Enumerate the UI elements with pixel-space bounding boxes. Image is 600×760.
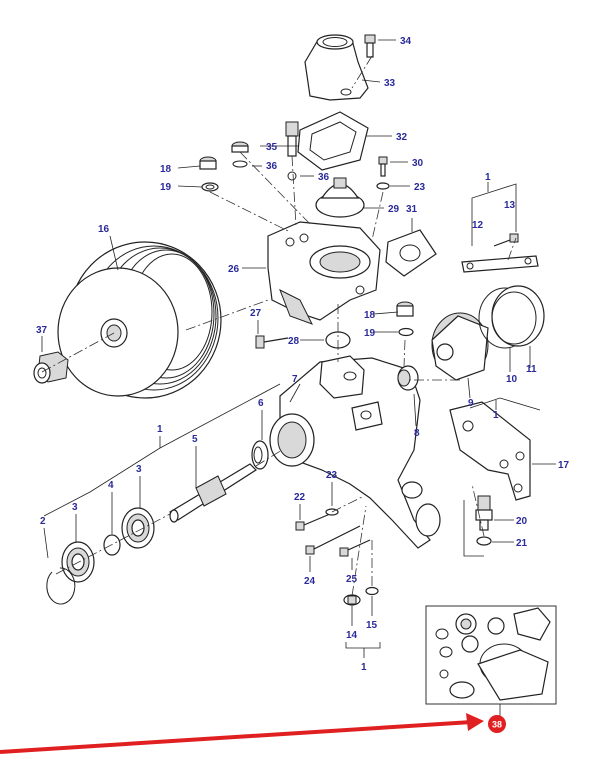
part-bolt-25 [339,539,371,557]
callout-29: 29 [388,204,400,215]
part-pump-body-7 [269,355,441,549]
part-plug-36 [231,141,249,168]
callout-31: 31 [406,204,418,215]
callout-7: 7 [292,374,298,385]
part-nut-37 [33,351,69,384]
callout-33: 33 [384,78,396,89]
part-thermostat-housing [304,34,369,101]
repair-kit-panel [425,605,557,718]
part-impeller-9 [431,312,489,381]
callout-4: 4 [108,480,114,491]
callout-3: 3 [136,464,142,475]
callout-25: 25 [346,574,358,585]
part-strap-12 [461,255,539,273]
part-gasket-31 [385,229,437,277]
callout-1: 1 [485,172,491,183]
part-washer-21 [476,536,492,546]
callout-32: 32 [396,132,408,143]
part-temperature-sensor [285,121,299,181]
part-bearing-3-inner [121,507,155,549]
callout-23: 23 [326,470,338,481]
callout-36: 36 [266,161,278,172]
callout-1: 1 [361,662,367,673]
part-ring-4 [103,534,121,556]
callout-30: 30 [412,158,424,169]
part-bolt-13 [493,233,519,247]
callout-24: 24 [304,576,316,587]
callout-26: 26 [228,264,240,275]
callout-12: 12 [472,220,484,231]
callout-27: 27 [250,308,262,319]
callout-1: 1 [157,424,163,435]
callout-36: 36 [318,172,330,183]
callout-23: 23 [414,182,426,193]
part-circlip-2 [46,567,76,605]
callout-6: 6 [258,398,264,409]
callout-16: 16 [98,224,110,235]
part-pulley-16 [57,241,222,399]
callout-37: 37 [36,325,48,336]
highlight-arrow [0,713,484,754]
callout-9: 9 [468,398,474,409]
callout-13: 13 [504,200,516,211]
part-gasket-32 [297,111,369,171]
callout-18: 18 [364,310,376,321]
part-housing-26 [267,221,381,325]
callout-1: 1 [493,410,499,421]
part-screw-30 [376,156,390,190]
kit-badge: 38 [488,715,506,733]
callout-19: 19 [364,328,376,339]
part-plug-18-right [396,301,414,337]
callout-5: 5 [192,434,198,445]
part-seal-6 [251,440,269,470]
center-lines [41,55,517,597]
callout-22: 22 [294,492,306,503]
callout-8: 8 [414,428,420,439]
callout-2: 2 [40,516,46,527]
callout-17: 17 [558,460,570,471]
callout-21: 21 [516,538,528,549]
callout-28: 28 [288,336,300,347]
part-cover-11 [491,285,545,347]
callout-numbers: 34 33 32 35 36 36 18 19 30 23 29 31 1 12… [36,36,570,673]
part-shaft-5 [169,463,257,523]
leader-lines [41,39,556,658]
callout-20: 20 [516,516,528,527]
part-washer-15 [365,586,379,596]
part-bolt-14 [343,594,361,606]
part-plug-18 [199,156,219,192]
callout-18: 18 [160,164,172,175]
callout-14: 14 [346,630,358,641]
callout-19: 19 [160,182,172,193]
callout-3: 3 [72,502,78,513]
part-sensor-20 [475,495,493,531]
part-bolt-34 [364,34,376,58]
part-bolt-24 [305,525,361,555]
kit-badge-label: 38 [492,720,502,730]
callout-10: 10 [506,374,518,385]
part-bracket-17 [449,401,531,501]
part-thermostat [315,177,365,218]
callout-15: 15 [366,620,378,631]
part-bolt-27 [255,335,289,349]
callout-35: 35 [266,142,278,153]
part-bolt-22 [295,513,331,531]
callout-34: 34 [400,36,412,47]
part-plug-8 [397,365,419,391]
callout-11: 11 [526,364,537,375]
